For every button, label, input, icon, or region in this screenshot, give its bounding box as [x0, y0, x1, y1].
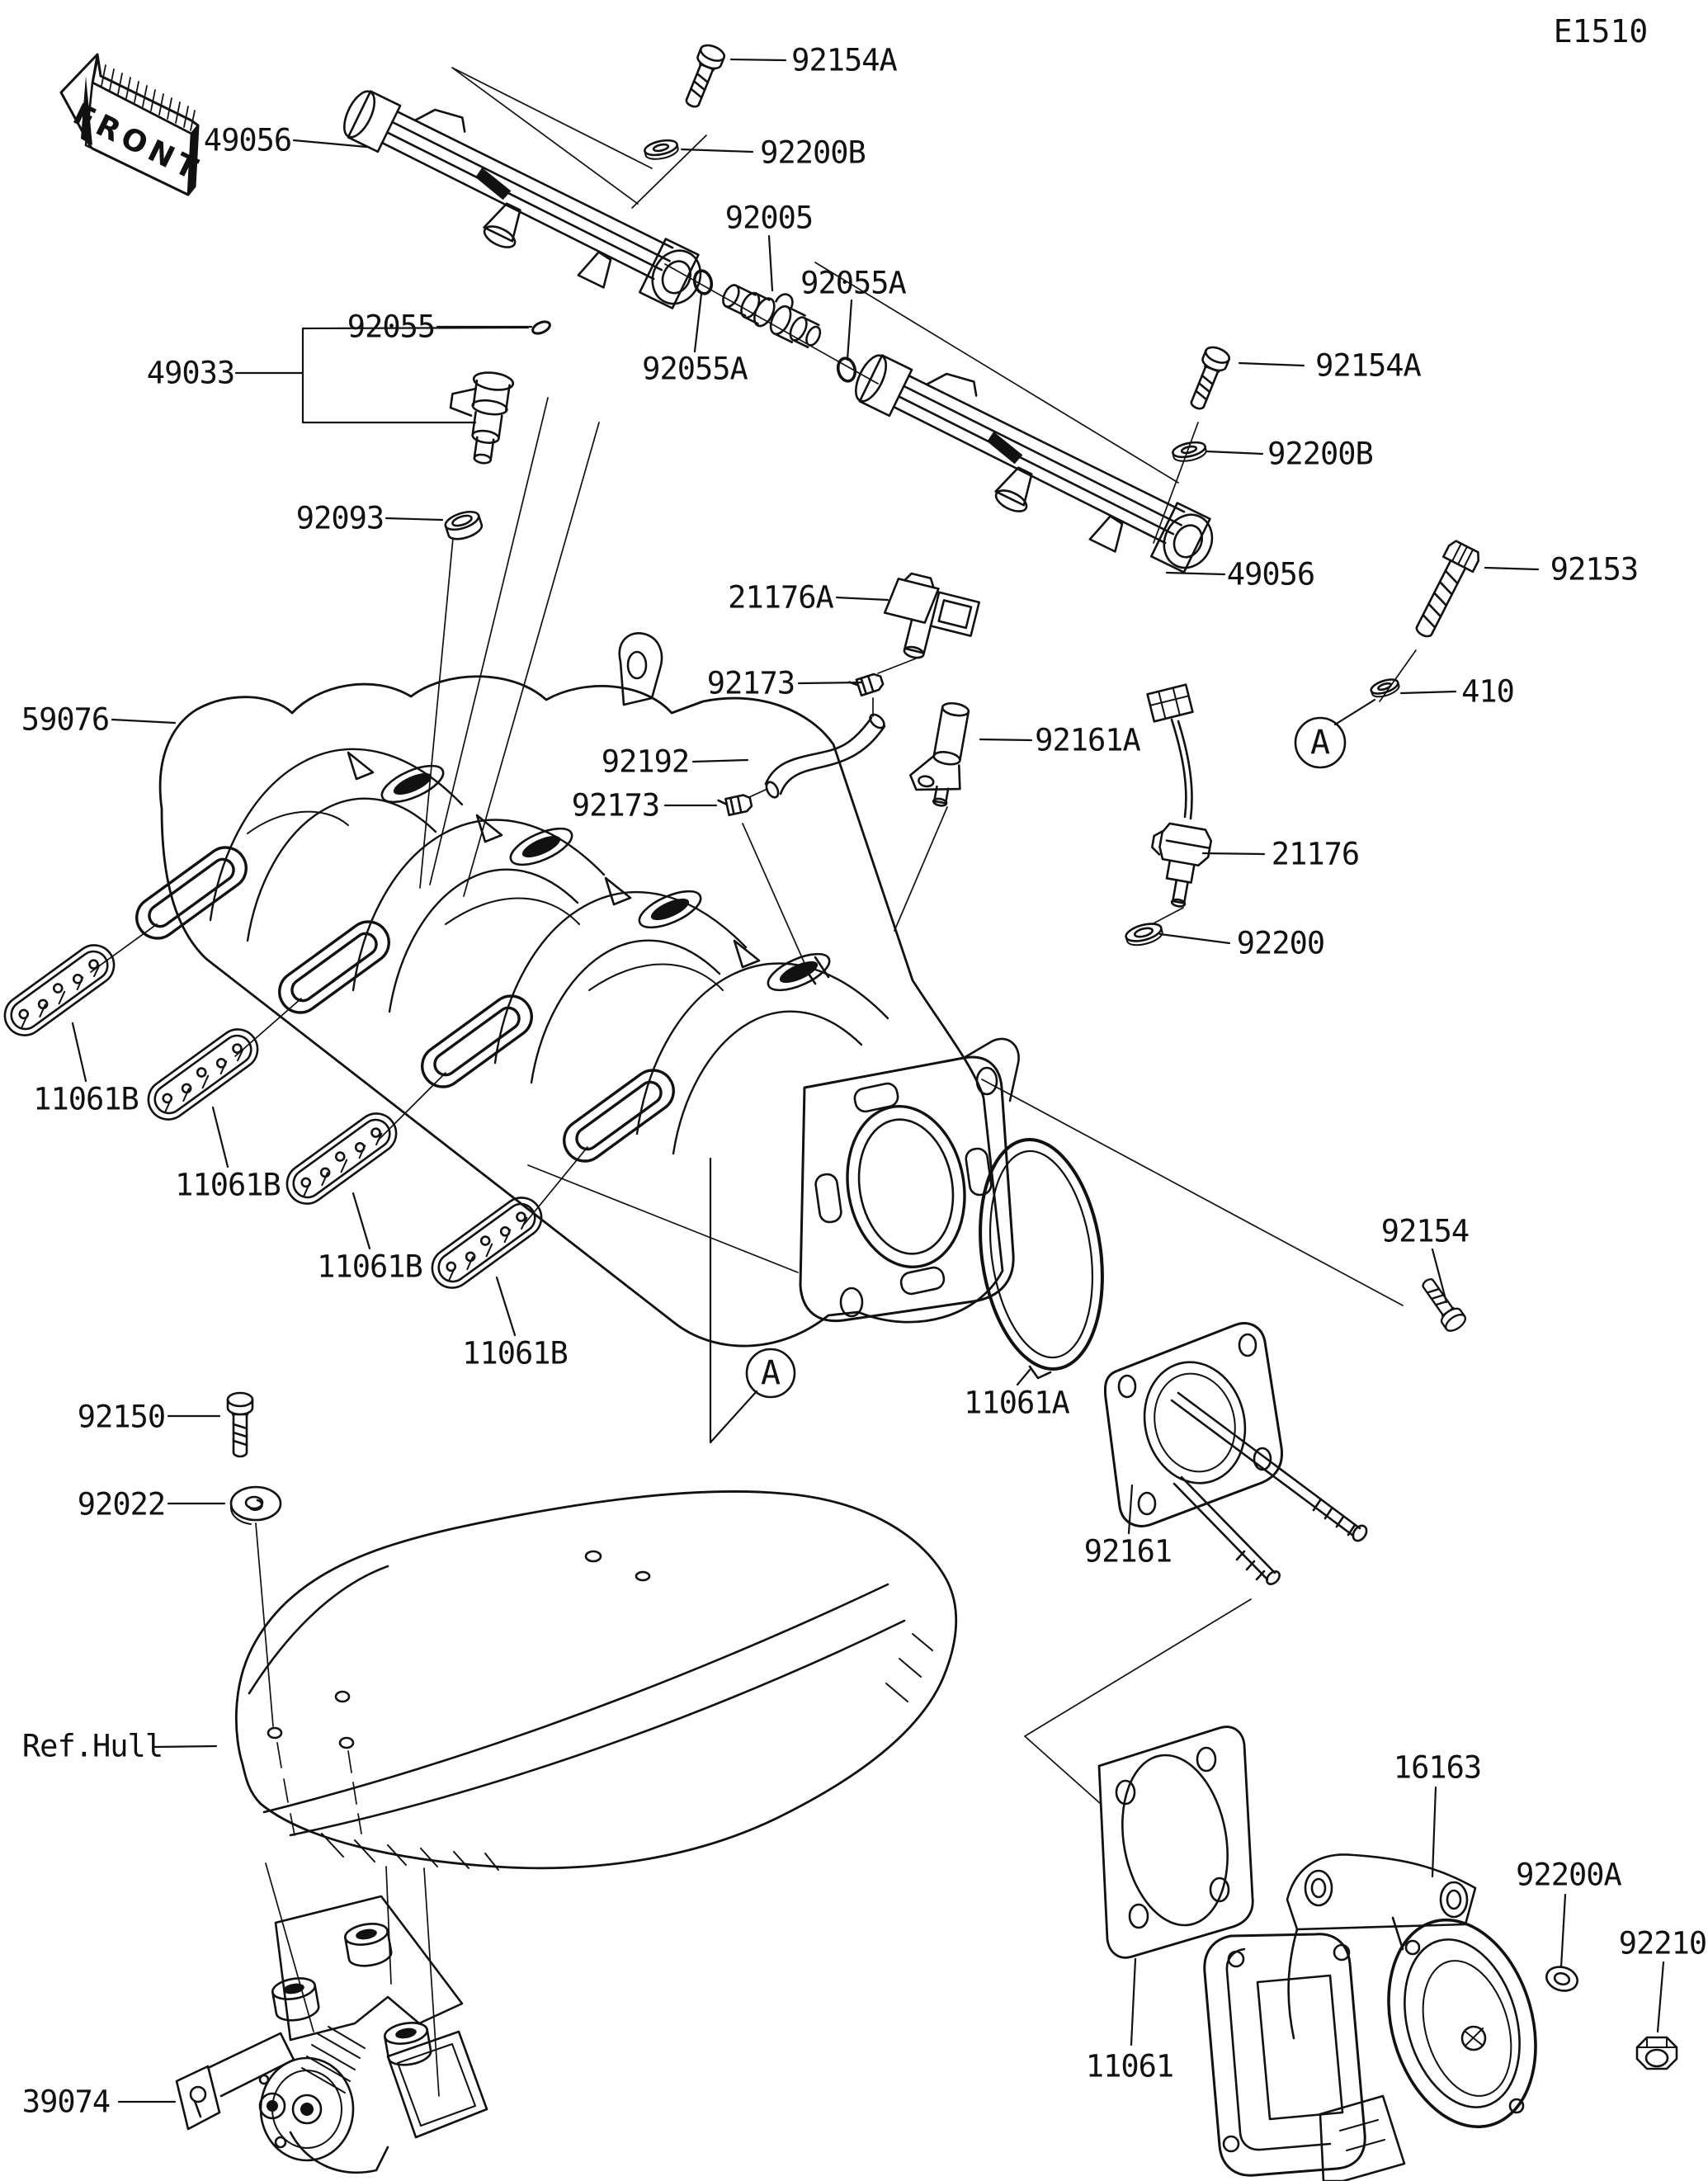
part-label-11061a: 11061A	[964, 1385, 1070, 1421]
part-label-410: 410	[1461, 673, 1515, 710]
fuel-rail-right	[834, 334, 1232, 597]
part-label-92055a-right: 92055A	[800, 265, 907, 301]
part-label-92154a-right: 92154A	[1315, 347, 1422, 384]
washer-410	[1370, 678, 1400, 698]
bolt-92154	[1416, 1273, 1470, 1335]
bolt-92154a-right	[1183, 342, 1233, 414]
leader-lines	[71, 58, 1665, 2103]
part-label-92055a-left: 92055A	[642, 351, 748, 387]
hull-reference-label: Ref.Hull	[21, 1728, 163, 1764]
gasket-11061b-1	[0, 936, 123, 1045]
construction-lines	[90, 67, 1417, 2097]
part-label-92150: 92150	[77, 1399, 166, 1435]
nut-92210	[1635, 2036, 1678, 2070]
part-label-92200: 92200	[1236, 925, 1325, 961]
part-label-11061b-4: 11061B	[462, 1335, 569, 1371]
fuel-rail-left	[323, 70, 720, 333]
part-label-49056-right: 49056	[1226, 556, 1315, 592]
part-label-92154: 92154	[1380, 1213, 1470, 1249]
part-label-92153: 92153	[1550, 551, 1639, 588]
part-label-11061b-2: 11061B	[175, 1167, 281, 1203]
seal-11061a	[979, 1138, 1104, 1380]
bracket-39074	[175, 1895, 488, 2174]
part-label-21176a: 21176A	[728, 579, 834, 616]
washer-92200a	[1545, 1966, 1578, 1992]
part-label-39074: 39074	[21, 2084, 111, 2120]
part-label-92210: 92210	[1618, 1925, 1707, 1961]
front-arrow-hatch	[92, 60, 196, 131]
front-arrow	[59, 53, 200, 196]
manifold-59076	[135, 632, 1020, 1348]
sensor-21176a	[883, 572, 980, 659]
part-label-11061b-1: 11061B	[33, 1081, 139, 1117]
throttle-body-16163	[1203, 1853, 1537, 2181]
injector-49033	[449, 371, 515, 465]
washer-92022	[229, 1485, 282, 1525]
part-label-92161: 92161	[1083, 1533, 1172, 1570]
hose-92192	[764, 713, 886, 799]
part-label-92161a: 92161A	[1035, 722, 1141, 758]
detail-marker-detail-a-upper: A	[1309, 724, 1331, 762]
washer-92200b-top	[642, 136, 681, 163]
clamp-92173-upper	[848, 671, 885, 699]
gasket-11061	[1097, 1725, 1254, 1959]
sensor-21176	[1146, 683, 1213, 908]
part-label-49056-left: 49056	[203, 122, 292, 158]
part-label-92200b-top: 92200B	[760, 135, 866, 171]
part-label-92055: 92055	[347, 309, 436, 345]
washer-92200	[1125, 923, 1163, 947]
gasket-11061b-4	[423, 1188, 550, 1297]
bolt-92153	[1415, 540, 1480, 638]
page-code: E1510	[1553, 13, 1649, 50]
part-label-21176: 21176	[1271, 836, 1360, 872]
part-label-16163: 16163	[1393, 1749, 1482, 1786]
part-label-92005: 92005	[724, 200, 814, 236]
joint-92005	[722, 284, 822, 349]
part-label-11061b-3: 11061B	[317, 1249, 423, 1285]
oring-92055	[531, 320, 551, 335]
gasket-11061b-3	[278, 1104, 405, 1213]
part-label-49033: 49033	[146, 355, 235, 391]
detail-marker-detail-a-lower: A	[760, 1354, 781, 1392]
cap-92093	[444, 510, 484, 541]
bolt-92154a-top	[678, 40, 728, 112]
bolt-92150	[226, 1391, 254, 1458]
part-label-59076: 59076	[21, 701, 110, 738]
part-label-92200a: 92200A	[1516, 1857, 1622, 1893]
part-label-92192: 92192	[601, 744, 690, 780]
part-label-92200b-right: 92200B	[1267, 436, 1374, 472]
damper-92161a	[909, 701, 970, 807]
detail-circle-a-upper	[1294, 716, 1347, 769]
part-label-92173-lower: 92173	[571, 787, 660, 824]
part-label-92022: 92022	[77, 1486, 166, 1522]
clamp-92173-lower	[717, 792, 754, 818]
hull-outline	[234, 1490, 958, 1871]
part-label-11061: 11061	[1085, 2048, 1174, 2084]
washer-92200b-right	[1170, 438, 1209, 465]
part-label-92154a-top: 92154A	[791, 42, 898, 78]
gasket-11061b-2	[139, 1020, 267, 1129]
part-label-92093: 92093	[295, 500, 385, 536]
plate-92161	[1103, 1322, 1368, 1585]
part-label-92173-upper: 92173	[706, 665, 795, 701]
detail-circle-a-lower	[745, 1348, 796, 1399]
